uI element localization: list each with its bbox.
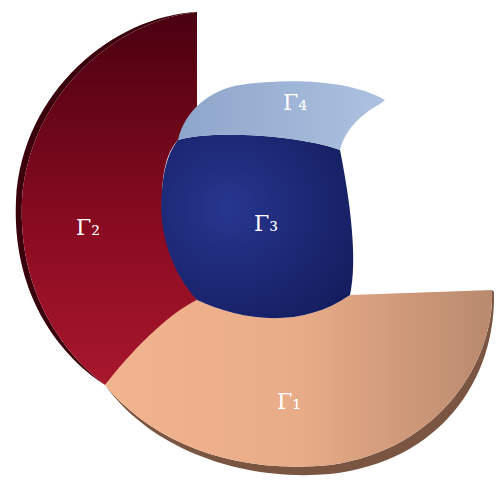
- region-label: Γ₂: [76, 217, 100, 239]
- region-label: Γ₄: [283, 92, 307, 114]
- region-label: Γ₃: [254, 213, 278, 235]
- region-gamma-3: [161, 135, 353, 318]
- region-label: Γ₁: [277, 391, 301, 413]
- region-gamma-1: [105, 290, 492, 467]
- region-gamma-4: [178, 81, 385, 150]
